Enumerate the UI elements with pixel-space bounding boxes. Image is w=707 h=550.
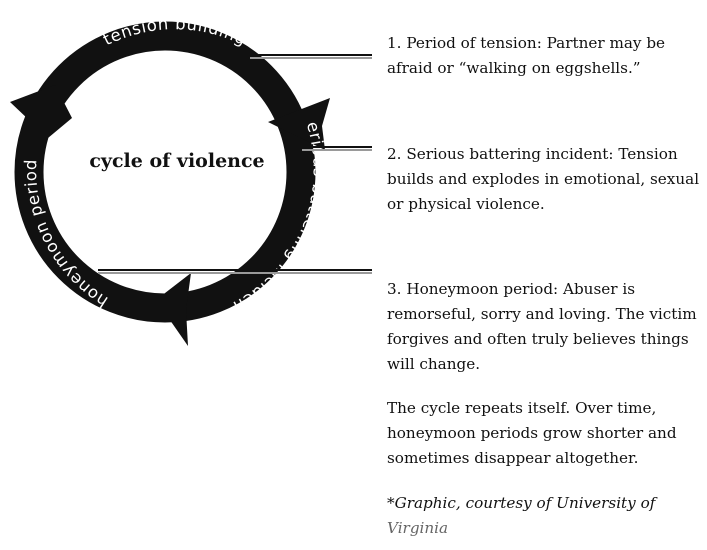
stage-3-description: 3. Honeymoon period: Abuser is remorsefu… bbox=[387, 280, 697, 373]
cycle-note: The cycle repeats itself. Over time, hon… bbox=[387, 399, 677, 467]
stage-1-description: 1. Period of tension: Partner may be afr… bbox=[387, 34, 666, 77]
ring-label-honeymoon-period: honeymoon period bbox=[21, 159, 111, 312]
credit-link[interactable]: Virginia bbox=[387, 519, 449, 537]
diagram-title: cycle of violence bbox=[89, 150, 264, 172]
arrowhead-icon bbox=[268, 98, 330, 150]
credit-text: *Graphic, courtesy of University of bbox=[387, 494, 656, 512]
pointer-line-stage-2 bbox=[302, 146, 372, 151]
pointer-line-stage-1 bbox=[250, 54, 372, 59]
stage-2-description: 2. Serious battering incident: Tension b… bbox=[387, 145, 700, 213]
arrowhead-icon bbox=[156, 273, 191, 346]
arrowhead-icon bbox=[10, 85, 72, 138]
pointer-line-stage-3 bbox=[98, 269, 372, 274]
svg-text:honeymoon period: honeymoon period bbox=[21, 159, 111, 312]
image-credit: *Graphic, courtesy of University of Virg… bbox=[387, 491, 705, 541]
